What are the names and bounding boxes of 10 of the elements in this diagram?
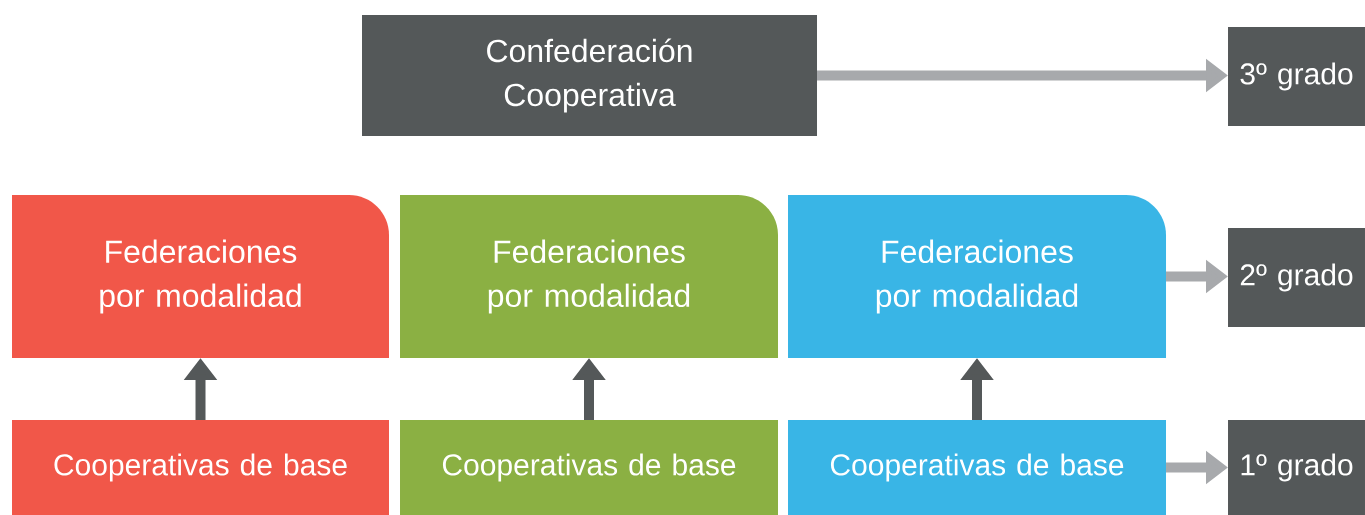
cooperative-box: Cooperativas de base <box>400 420 778 515</box>
level-box: 1º grado <box>1228 420 1365 515</box>
level-box: 3º grado <box>1228 27 1365 126</box>
level-box: 2º grado <box>1228 228 1365 327</box>
federation-box: Federaciones por modalidad <box>788 195 1166 358</box>
cooperative-box: Cooperativas de base <box>12 420 389 515</box>
confederation-box: Confederación Cooperativa <box>362 15 817 136</box>
federation-box: Federaciones por modalidad <box>400 195 778 358</box>
federation-box: Federaciones por modalidad <box>12 195 389 358</box>
cooperative-box: Cooperativas de base <box>788 420 1166 515</box>
